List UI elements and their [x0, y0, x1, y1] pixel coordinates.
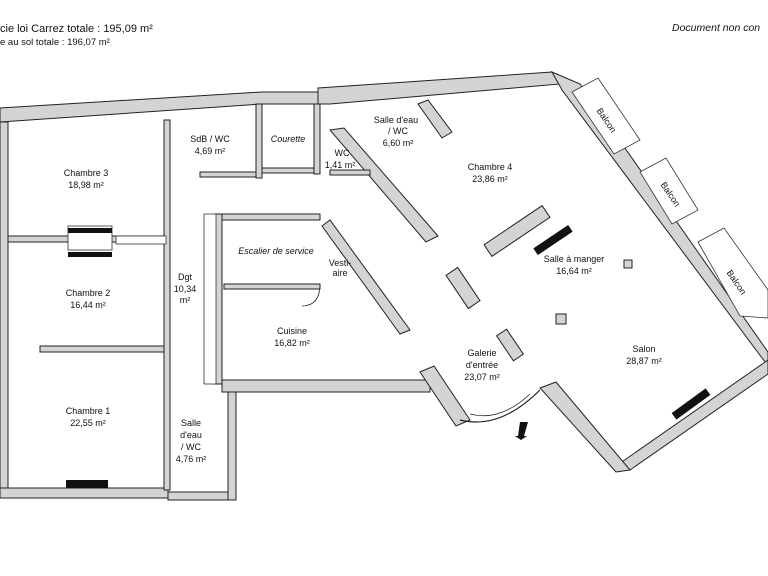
interior-walls	[7, 99, 453, 491]
area-salle-manger: 16,64 m²	[556, 266, 592, 276]
area-chambre3: 18,98 m²	[68, 180, 104, 190]
label-galerie-2: d'entrée	[466, 360, 498, 370]
label-cuisine: Cuisine	[277, 326, 307, 336]
outer-east-diag-1	[550, 70, 768, 367]
galerie-south-east	[539, 381, 631, 473]
label-chambre4: Chambre 4	[468, 162, 513, 172]
label-salle-eau-top-1: Salle d'eau	[374, 115, 418, 125]
galerie-south-west	[419, 365, 471, 427]
area-salon: 28,87 m²	[626, 356, 662, 366]
window-dgt	[203, 213, 217, 385]
label-chambre1: Chambre 1	[66, 406, 111, 416]
label-salle-eau-bottom-1: Salle	[181, 418, 201, 428]
window-ch1-bar	[66, 480, 108, 488]
label-chambre3: Chambre 3	[64, 168, 109, 178]
carrez-total-text: cie loi Carrez totale : 195,09 m²	[0, 23, 153, 35]
block-2	[495, 328, 525, 362]
area-galerie: 23,07 m²	[464, 372, 500, 382]
area-chambre2: 16,44 m²	[70, 300, 106, 310]
block-3	[483, 204, 551, 258]
balconies	[571, 77, 768, 319]
window-salon	[671, 388, 711, 420]
window-ch3-bar	[68, 228, 112, 233]
area-wc: 1,41 m²	[325, 160, 356, 170]
outer-south-diag	[614, 359, 768, 471]
label-vestiaire-1: Vesti-	[329, 258, 352, 268]
area-salle-eau-bottom: 4,76 m²	[176, 454, 207, 464]
vestiaire-door-arc	[301, 283, 321, 307]
wall-escalier-south	[223, 283, 321, 290]
area-chambre1: 22,55 m²	[70, 418, 106, 428]
windows	[66, 213, 711, 488]
wall-vestiaire-diag	[321, 219, 411, 335]
balcon-2	[639, 157, 699, 225]
label-salon: Salon	[632, 344, 655, 354]
south-wall-mid	[167, 491, 231, 501]
wall-sdb-bottom	[199, 171, 261, 178]
label-escalier: Escalier de service	[238, 246, 314, 256]
window-ch2-bar	[68, 252, 112, 257]
entry-door-arc	[459, 389, 541, 423]
wall-ch2-ch1	[39, 345, 169, 353]
label-courette: Courette	[271, 134, 306, 144]
south-wall-left	[0, 487, 169, 499]
entry-arrow-icon	[515, 422, 528, 440]
entry-door-arc-inner	[469, 393, 531, 417]
west-wall	[0, 121, 9, 491]
wall-sdb-east	[255, 103, 263, 179]
label-salle-eau-bottom-2: d'eau	[180, 430, 202, 440]
ground-total-text: e au sol totale : 196,07 m²	[0, 37, 110, 48]
door-ch3	[115, 235, 167, 245]
wall-salle-eau-diag	[417, 99, 453, 139]
wall-courette-bottom	[261, 167, 319, 174]
north-wall	[0, 91, 319, 123]
window-salle-manger	[533, 224, 573, 256]
balcon-1	[571, 77, 641, 155]
block-5	[555, 313, 567, 325]
label-dgt: Dgt	[178, 272, 193, 282]
north-wall-right	[317, 71, 561, 105]
wall-bedrooms-east	[163, 119, 171, 491]
label-sdb: SdB / WC	[190, 134, 230, 144]
label-salle-eau-bottom-3: / WC	[181, 442, 201, 452]
area-salle-eau-top: 6,60 m²	[383, 138, 414, 148]
label-vestiaire-2: aire	[332, 268, 347, 278]
balcon-3	[697, 227, 768, 319]
label-chambre2: Chambre 2	[66, 288, 111, 298]
stair-wall-south	[221, 379, 431, 393]
area-chambre4: 23,86 m²	[472, 174, 508, 184]
wall-chambre4-diag	[329, 127, 439, 243]
disclaimer-text: Document non con	[672, 22, 761, 34]
label-galerie-1: Galerie	[467, 348, 496, 358]
block-4	[623, 259, 633, 269]
area-dgt-1: 10,34	[174, 284, 197, 294]
area-dgt-2: m²	[180, 295, 191, 305]
label-wc: WC	[335, 148, 350, 158]
wall-wc-bottom	[329, 169, 371, 176]
wall-escalier-north	[213, 213, 321, 221]
area-cuisine: 16,82 m²	[274, 338, 310, 348]
wall-wc-west	[313, 103, 321, 175]
block-1	[445, 266, 481, 310]
label-salle-eau-top-2: / WC	[388, 126, 408, 136]
label-salle-manger: Salle à manger	[544, 254, 605, 264]
furniture	[445, 204, 633, 362]
outer-walls	[0, 70, 768, 501]
area-sdb: 4,69 m²	[195, 146, 226, 156]
corridor-wall-1	[227, 391, 237, 501]
